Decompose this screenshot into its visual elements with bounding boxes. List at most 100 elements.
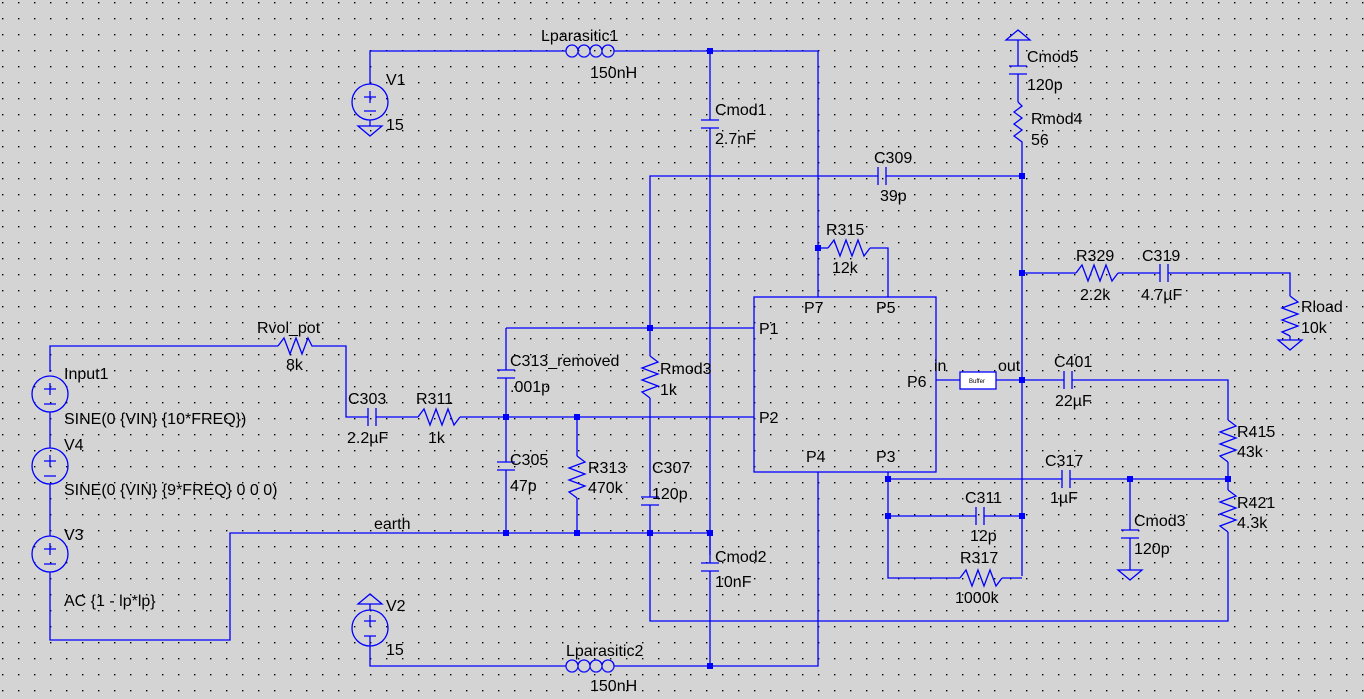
buffer-block[interactable]	[959, 371, 997, 390]
junction-dots	[503, 48, 1231, 669]
r317-value-label: 1000k	[955, 590, 1000, 607]
resistor-r311[interactable]	[417, 407, 461, 427]
capacitor-c319[interactable]	[1159, 264, 1169, 282]
r313-value-label: 470k	[588, 480, 624, 497]
earth-net-label: earth	[374, 516, 410, 533]
cmod3-value-label: 120p	[1134, 541, 1170, 558]
r421-name-label: R421	[1237, 495, 1275, 512]
resistor-r329[interactable]	[1075, 263, 1119, 283]
capacitor-c305[interactable]	[497, 461, 515, 471]
r317-name-label: R317	[960, 550, 998, 567]
inductor-lparasitic2[interactable]	[565, 659, 615, 673]
r415-value-label: 43k	[1237, 444, 1264, 461]
c317-name-label: C317	[1045, 453, 1083, 470]
resistor-r415[interactable]	[1218, 419, 1238, 463]
lparasitic1-name-label: Lparasitic1	[541, 28, 618, 45]
amplifier-pin-p5: P5	[876, 300, 896, 317]
resistor-r315[interactable]	[827, 238, 871, 258]
cmod2-name-label: Cmod2	[715, 549, 767, 566]
capacitor-cmod3[interactable]	[1116, 529, 1144, 581]
c309-value-label: 39p	[880, 188, 907, 205]
voltage-source-input1[interactable]	[31, 375, 69, 413]
c307-name-label: C307	[652, 460, 690, 477]
capacitor-c311[interactable]	[975, 507, 985, 525]
labels: Lparasitic1 150nH Lparasitic2 150nH V1 1…	[64, 28, 1343, 695]
rvol-pot-value-label: 8k	[286, 357, 304, 374]
r311-value-label: 1k	[428, 430, 446, 447]
lparasitic2-value-label: 150nH	[590, 678, 637, 695]
capacitor-c309[interactable]	[877, 167, 887, 185]
amplifier-pin-p2: P2	[759, 410, 779, 427]
c311-name-label: C311	[965, 490, 1002, 507]
rmod3-value-label: 1k	[660, 382, 678, 399]
cmod1-value-label: 2.7nF	[715, 131, 756, 148]
v1-value-label: 15	[386, 117, 404, 134]
capacitor-c307[interactable]	[641, 496, 659, 506]
r329-name-label: R329	[1076, 248, 1114, 265]
rload-value-label: 10k	[1301, 320, 1328, 337]
c311-value-label: 12p	[970, 528, 997, 545]
input1-name-label: Input1	[64, 366, 109, 383]
resistor-r421[interactable]	[1218, 489, 1238, 533]
c319-name-label: C319	[1142, 248, 1180, 265]
resistor-r313[interactable]	[567, 455, 587, 499]
rvol-pot-name-label: Rvol_pot	[257, 320, 321, 337]
input1-value-label: SINE(0 {VIN} {10*FREQ})	[64, 411, 246, 428]
v4-value-label: SINE(0 {VIN} {9*FREQ} 0 0 0)	[64, 482, 277, 499]
c401-value-label: 22µF	[1055, 393, 1092, 410]
r311-name-label: R311	[416, 391, 453, 408]
lparasitic2-name-label: Lparasitic2	[566, 643, 643, 660]
voltage-source-v4[interactable]	[31, 447, 69, 485]
v2-name-label: V2	[386, 598, 406, 615]
capacitor-cmod2[interactable]	[701, 562, 719, 572]
r313-name-label: R313	[588, 460, 626, 477]
capacitor-cmod5[interactable]	[1004, 29, 1032, 75]
voltage-source-v1[interactable]	[351, 83, 389, 137]
c305-value-label: 47p	[510, 478, 537, 495]
r315-name-label: R315	[826, 222, 864, 239]
buffer-inner-label: Buffer	[969, 379, 985, 385]
v4-name-label: V4	[64, 437, 84, 454]
buffer-in-label: in	[934, 358, 946, 375]
lparasitic1-value-label: 150nH	[590, 65, 637, 82]
c313-value-label: .001p	[510, 379, 550, 396]
cmod5-value-label: 120p	[1027, 77, 1063, 94]
voltage-source-v2[interactable]	[351, 593, 389, 647]
r421-value-label: 4.3k	[1237, 515, 1268, 532]
inductor-lparasitic1[interactable]	[565, 44, 615, 58]
capacitor-c317[interactable]	[1061, 470, 1071, 488]
v2-value-label: 15	[386, 642, 404, 659]
cmod1-name-label: Cmod1	[715, 102, 767, 119]
r415-name-label: R415	[1237, 424, 1275, 441]
capacitor-c303[interactable]	[367, 408, 377, 426]
resistor-rmod4[interactable]	[1012, 101, 1024, 146]
cmod5-name-label: Cmod5	[1027, 49, 1079, 66]
amplifier-pin-p1: P1	[759, 321, 779, 338]
resistor-rmod3[interactable]	[640, 355, 660, 399]
buffer-out-label: out	[998, 358, 1021, 375]
c309-name-label: C309	[874, 150, 912, 167]
amplifier-pin-p3: P3	[876, 449, 896, 466]
rmod4-name-label: Rmod4	[1031, 111, 1083, 128]
rload-name-label: Rload	[1301, 299, 1343, 316]
capacitor-c401[interactable]	[1063, 371, 1073, 389]
capacitor-cmod1[interactable]	[701, 119, 719, 129]
v1-name-label: V1	[386, 72, 406, 89]
amplifier-pin-p6: P6	[907, 374, 927, 391]
c317-value-label: 1µF	[1050, 490, 1078, 507]
resistor-r317[interactable]	[959, 568, 1003, 588]
c313-name-label: C313_removed	[510, 353, 619, 370]
r315-value-label: 12k	[832, 260, 859, 277]
resistor-rvol-pot[interactable]	[277, 336, 316, 356]
c319-value-label: 4.7µF	[1141, 287, 1182, 304]
voltage-source-v3[interactable]	[31, 535, 69, 573]
resistor-rload[interactable]	[1276, 295, 1304, 351]
amplifier-block[interactable]	[753, 296, 937, 473]
v3-name-label: V3	[64, 527, 84, 544]
r329-value-label: 2.2k	[1080, 287, 1111, 304]
amplifier-pin-p4: P4	[806, 449, 826, 466]
capacitor-c313-removed[interactable]	[497, 369, 515, 379]
cmod3-name-label: Cmod3	[1134, 513, 1186, 530]
